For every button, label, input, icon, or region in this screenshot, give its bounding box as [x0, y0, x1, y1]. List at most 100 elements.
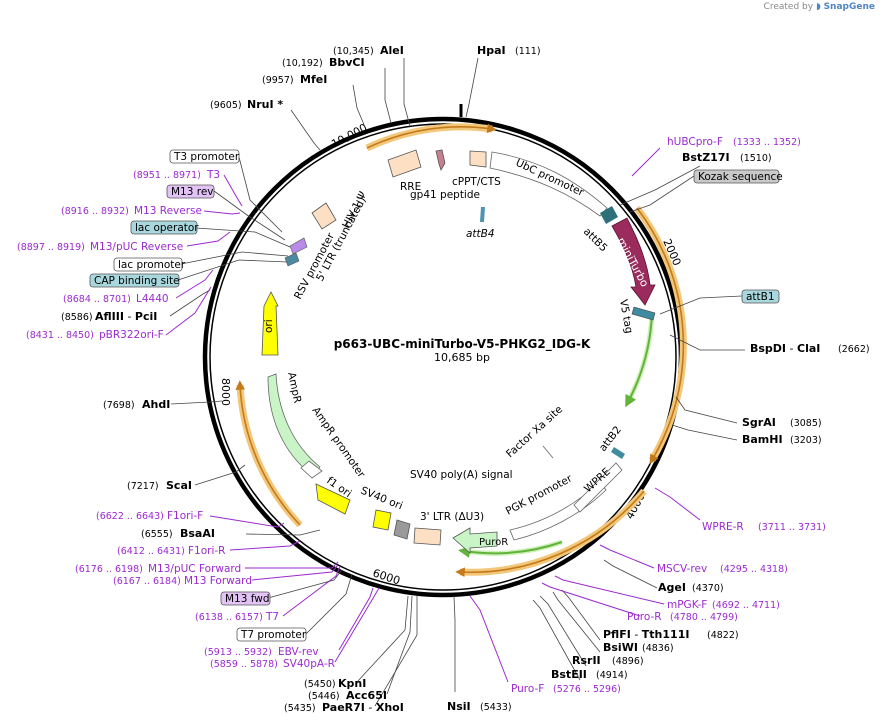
primer-labels: hUBCpro-F (1333 .. 1352) WPRE-R (3711 ..… [17, 136, 826, 695]
primer-name-hubcpro-f: hUBCpro-F [667, 136, 723, 148]
attb5-marker [600, 206, 618, 224]
enzyme-labels: (10,345) AleI HpaI (111) (10,192) BbvCI … [61, 44, 870, 714]
primer-pos-m13-forward: (6167 .. 6184) [113, 576, 181, 587]
attb4-label: attB4 [466, 228, 495, 240]
factorxa-marker [542, 445, 554, 459]
t3-promoter-box: T3 promoter [173, 151, 240, 163]
primer-pos-puro-r: (4780 .. 4799) [670, 612, 738, 623]
tick-10000: 10,000 [329, 121, 369, 151]
enzyme-pos-bsaai: (6555) [141, 529, 173, 540]
boxed-features: T3 promoter M13 rev lac operator lac pro… [89, 149, 783, 642]
attb1-box: attB1 [746, 291, 775, 303]
credit-brand: SnapGene [823, 2, 875, 12]
enzyme-pos-bbvci: (10,192) [282, 58, 323, 69]
enzyme-pos-bamhi: (3203) [790, 435, 822, 446]
rsv-promoter-box [284, 252, 300, 267]
ubc-label: UbC promoter [514, 157, 587, 199]
orf-arc-left [236, 384, 303, 528]
primer-name-l4440: L4440 [136, 293, 169, 305]
ltr3-box [413, 527, 442, 546]
primer-name-puro-f: Puro-F [511, 683, 544, 695]
primer-pos-f1ori-f: (6622 .. 6643) [96, 511, 164, 522]
attb5-label: attB5 [581, 226, 610, 255]
orf-arcs [235, 123, 687, 578]
ori-label: ori [263, 319, 275, 333]
ltr5-box [289, 237, 308, 255]
enzyme-leaders [169, 57, 745, 707]
miniturbo-arrow [611, 217, 656, 306]
primer-name-t3: T3 [206, 169, 220, 181]
lac-promoter-box: lac promoter [118, 259, 186, 271]
enzyme-name-bsteii: BstEII [551, 668, 587, 681]
primer-name-t7: T7 [265, 611, 279, 623]
enzyme-name-acc65i: Acc65I [346, 689, 387, 702]
attb2-label: attB2 [597, 424, 624, 454]
gp41-peptide-marker [435, 149, 446, 171]
primer-leaders [165, 147, 701, 683]
enzyme-pos-alei: (10,345) [333, 46, 374, 57]
primer-name-puro-r: Puro-R [627, 611, 662, 623]
primer-pos-f1ori-r: (6412 .. 6431) [117, 546, 185, 557]
plasmid-name: p663-UBC-miniTurbo-V5-PHKG2_IDG-K [334, 337, 591, 352]
gp41-label: gp41 peptide [410, 189, 480, 201]
primer-name-m13-forward: M13 Forward [184, 575, 252, 587]
primer-pos-m13-reverse: (8916 .. 8932) [61, 206, 129, 217]
enzyme-pos-afliii: (8586) [61, 312, 93, 323]
enzyme-pos-nsii: (5433) [480, 702, 512, 713]
enzyme-name-alei: AleI [380, 44, 404, 57]
cppt-box [469, 150, 487, 168]
puror-label: PuroR [479, 537, 508, 548]
enzyme-pos-bstz17i: (1510) [740, 153, 772, 164]
sv40ori-label: SV40 ori [359, 485, 404, 513]
primer-name-m13puc-reverse: M13/pUC Reverse [90, 241, 183, 253]
enzyme-name-agei: AgeI [658, 581, 686, 594]
primer-pos-m13puc-reverse: (8897 .. 8919) [17, 242, 85, 253]
enzyme-name-scai: ScaI [166, 479, 192, 492]
ampr-promoter-arrow [300, 460, 323, 479]
sv40pa-label: SV40 poly(A) signal [410, 469, 513, 481]
kozak-box: Kozak sequence [698, 171, 783, 183]
ltr3-label: 3' LTR (ΔU3) [420, 511, 484, 523]
primer-pos-l4440: (8684 .. 8701) [63, 294, 131, 305]
primer-name-wpre-r: WPRE-R [702, 521, 744, 533]
orf-arc-bottom-arrow [455, 490, 645, 578]
factorxa-label: Factor Xa site [504, 404, 565, 461]
primer-pos-t3: (8951 .. 8971) [133, 170, 201, 181]
primer-pos-sv40pa-r: (5859 .. 5878) [210, 659, 278, 670]
t7-promoter-box: T7 promoter [240, 629, 307, 641]
wpre-arrow [573, 462, 623, 513]
orf-arc-right-arrow [636, 207, 685, 465]
enzyme-name-hpai: HpaI [477, 44, 506, 57]
enzyme-pos-bsteii: (4914) [596, 670, 628, 681]
primer-name-m13-reverse: M13 Reverse [134, 205, 202, 217]
enzyme-pos-ahdi: (7698) [103, 400, 135, 411]
enzyme-pos-acc65i: (5446) [308, 691, 340, 702]
orf-arc-left-arrow [235, 380, 301, 526]
ampr-label: AmpR [285, 371, 303, 404]
enzyme-pos-pflfi: (4822) [707, 630, 739, 641]
primer-name-mscv-rev: MSCV-rev [657, 563, 707, 575]
enzyme-name-bspdi-clai: BspDI - ClaI [750, 342, 820, 355]
box-leaders [177, 156, 743, 635]
enzyme-name-paer7i-xhoi: PaeR7I - XhoI [322, 701, 404, 714]
enzyme-name-nsii: NsiI [447, 700, 471, 713]
cppt-label: cPPT/CTS [452, 176, 501, 188]
orf-arc-inner-bottom-arrow [458, 541, 563, 558]
features [261, 149, 656, 554]
puror-arrow [452, 527, 498, 554]
v5-tag-marker [631, 306, 656, 321]
enzyme-pos-sgrai: (3085) [790, 418, 822, 429]
primer-pos-ebv-rev: (5913 .. 5932) [204, 647, 272, 658]
enzyme-name-pflfi-tth111i: PflFI - Tth111I [603, 628, 689, 641]
primer-pos-m13puc-forward: (6176 .. 6198) [75, 564, 143, 575]
primer-name-pbr322ori-f: pBR322ori-F [99, 329, 164, 341]
enzyme-pos-bsiwi: (4836) [642, 643, 674, 654]
enzyme-pos-scai: (7217) [127, 481, 159, 492]
sv40-ori-box [372, 509, 392, 531]
primer-pos-t7: (6138 .. 6157) [195, 612, 263, 623]
enzyme-name-bbvci: BbvCI [329, 56, 365, 69]
m13-rev-box: M13 rev [171, 186, 214, 198]
enzyme-name-ahdi: AhdI [142, 398, 170, 411]
sv40-polya-box [393, 519, 411, 540]
